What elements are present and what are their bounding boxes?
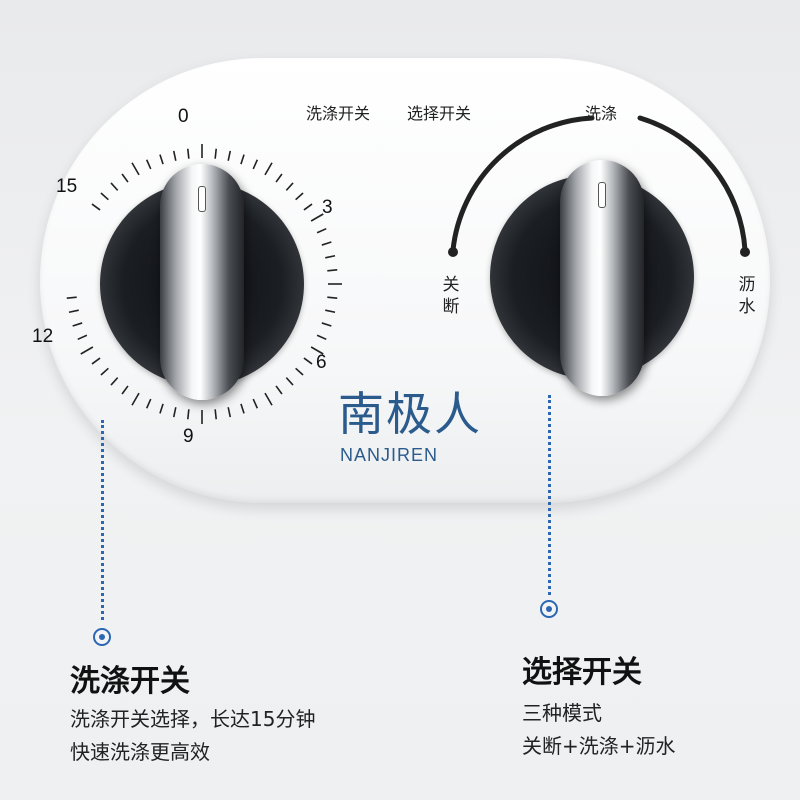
- callout-dot-right-icon: [540, 600, 558, 618]
- tick-mark: [159, 403, 164, 414]
- tick-mark: [240, 403, 245, 414]
- tick-mark: [145, 159, 152, 170]
- tick-label-9: 9: [183, 426, 194, 447]
- selector-arc-end-right: [740, 247, 750, 257]
- tick-mark: [264, 162, 273, 176]
- callout-right-title: 选择开关: [522, 655, 642, 690]
- tick-mark: [77, 334, 88, 341]
- tick-mark: [227, 150, 232, 161]
- tick-label-0: 0: [178, 106, 189, 127]
- tick-mark: [303, 357, 313, 365]
- selector-label-spin: 沥水: [738, 275, 756, 317]
- tick-label-15: 15: [56, 176, 78, 197]
- tick-mark: [325, 309, 336, 314]
- tick-mark: [145, 398, 152, 409]
- tick-mark: [121, 385, 129, 395]
- tick-mark: [310, 213, 324, 222]
- tick-mark: [275, 173, 283, 183]
- callout-dot-left-icon: [93, 628, 111, 646]
- tick-label-12: 12: [32, 326, 54, 347]
- knob-indicator-icon: [598, 182, 606, 208]
- wash-switch-caption: 洗涤开关: [306, 104, 371, 123]
- selector-arc-right: [637, 115, 748, 253]
- callout-left-line2: 快速洗涤更高效: [70, 740, 210, 764]
- tick-mark: [100, 367, 109, 376]
- tick-mark: [327, 268, 338, 272]
- tick-mark: [172, 150, 177, 161]
- tick-mark: [159, 154, 164, 165]
- tick-mark: [80, 346, 94, 355]
- tick-mark: [285, 377, 294, 386]
- tick-mark: [110, 377, 119, 386]
- tick-mark: [252, 398, 259, 409]
- selector-knob[interactable]: [560, 160, 644, 396]
- tick-mark: [321, 322, 332, 327]
- tick-mark: [131, 162, 140, 176]
- select-switch-caption: 选择开关: [407, 104, 472, 123]
- tick-mark: [321, 241, 332, 246]
- tick-label-3: 3: [322, 197, 333, 218]
- tick-mark: [131, 392, 140, 406]
- tick-mark: [91, 357, 101, 365]
- tick-mark: [275, 385, 283, 395]
- tick-mark: [121, 173, 129, 183]
- brand-logo-chinese: 南极人: [338, 387, 482, 441]
- tick-mark: [325, 254, 336, 259]
- selector-label-off: 关断: [442, 275, 460, 317]
- callout-line-right: [548, 395, 551, 595]
- tick-mark: [72, 322, 83, 327]
- tick-mark: [316, 334, 327, 341]
- tick-mark: [310, 346, 324, 355]
- tick-mark: [186, 148, 190, 159]
- tick-mark: [227, 407, 232, 418]
- callout-line-left: [101, 420, 104, 620]
- tick-mark: [66, 296, 77, 300]
- tick-mark: [295, 367, 304, 376]
- callout-left-title: 洗涤开关: [70, 664, 190, 699]
- tick-mark: [214, 148, 218, 159]
- tick-mark: [264, 392, 273, 406]
- selector-label-wash: 洗涤: [585, 104, 618, 123]
- selector-arc-end-left: [448, 247, 458, 257]
- tick-mark: [295, 192, 304, 201]
- selector-arc: [450, 115, 595, 253]
- tick-mark: [303, 203, 313, 211]
- knob-indicator-icon: [198, 186, 206, 212]
- tick-mark: [214, 409, 218, 420]
- tick-mark: [285, 182, 294, 191]
- timer-knob[interactable]: [160, 164, 244, 400]
- tick-mark: [91, 203, 101, 211]
- callout-right-line1: 三种模式: [522, 701, 602, 725]
- callout-right-line2: 关断+洗涤+沥水: [522, 734, 676, 758]
- tick-mark: [110, 182, 119, 191]
- tick-mark: [316, 227, 327, 234]
- callout-left-line1: 洗涤开关选择，长达15分钟: [70, 707, 316, 731]
- tick-mark: [68, 309, 79, 314]
- tick-mark: [240, 154, 245, 165]
- brand-logo-english: NANJIREN: [340, 445, 439, 465]
- tick-label-6: 6: [316, 352, 327, 373]
- tick-mark: [172, 407, 177, 418]
- tick-mark: [100, 192, 109, 201]
- tick-mark: [186, 409, 190, 420]
- tick-mark: [252, 159, 259, 170]
- tick-mark: [327, 296, 338, 300]
